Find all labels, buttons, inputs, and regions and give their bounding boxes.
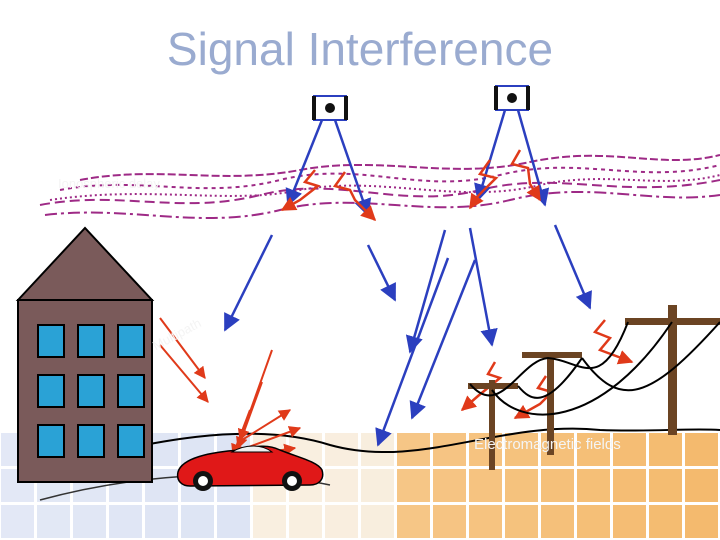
ground-tile — [685, 469, 718, 502]
ground-tile — [145, 505, 178, 538]
ground-tile — [361, 433, 394, 466]
ground-tile — [109, 505, 142, 538]
power-lines — [469, 321, 720, 416]
ground-tile — [577, 433, 610, 466]
ground-tile — [505, 505, 538, 538]
ground-tile — [37, 505, 70, 538]
ground-tile — [433, 433, 466, 466]
ground-tile — [685, 505, 718, 538]
ground-tile — [325, 505, 358, 538]
building-icon — [15, 226, 155, 483]
ground-tile — [505, 433, 538, 466]
ground-tile — [289, 505, 322, 538]
ground-tile — [649, 505, 682, 538]
ground-tile — [469, 469, 502, 502]
satellite-icon — [312, 95, 348, 121]
ground-tile — [577, 505, 610, 538]
ground-tile — [73, 505, 106, 538]
ground-tile — [649, 433, 682, 466]
ground-tile — [613, 505, 646, 538]
ground-tile — [217, 505, 250, 538]
ground-line — [39, 427, 720, 471]
ground-tile — [613, 469, 646, 502]
multipath-reflections — [159, 317, 302, 457]
ground-tile — [685, 433, 718, 466]
ground-tile — [541, 433, 574, 466]
ground-tile — [433, 469, 466, 502]
ground-tile — [181, 505, 214, 538]
ionosphere-waves — [39, 154, 720, 220]
ground-tile — [325, 469, 358, 502]
ground-tile — [577, 469, 610, 502]
ground-tile — [613, 433, 646, 466]
signal-arrows — [223, 109, 592, 447]
building-window — [77, 374, 105, 408]
building-window — [37, 374, 65, 408]
building-window — [77, 424, 105, 458]
page-title: Signal Interference — [166, 23, 554, 75]
ground-tile — [361, 469, 394, 502]
satellite-icon — [494, 85, 530, 111]
building-window — [37, 424, 65, 458]
ionospheric-delay-label: Ionospheric delay — [58, 176, 160, 191]
ground-tile — [541, 469, 574, 502]
em-fields-label: Electromagnetic fields — [474, 436, 621, 453]
ground-tile — [649, 469, 682, 502]
ground-tile — [505, 469, 538, 502]
ground-tile — [1, 505, 34, 538]
ground-tile — [433, 505, 466, 538]
car-icon — [176, 445, 324, 491]
building-window — [117, 424, 145, 458]
building-window — [77, 324, 105, 358]
ground-tile — [541, 505, 574, 538]
building-window — [117, 324, 145, 358]
ground-tile — [361, 505, 394, 538]
ground-tile — [397, 505, 430, 538]
ground-tile — [253, 505, 286, 538]
ground-tile — [397, 469, 430, 502]
building-window — [117, 374, 145, 408]
ground-tile — [469, 505, 502, 538]
building-window — [37, 324, 65, 358]
